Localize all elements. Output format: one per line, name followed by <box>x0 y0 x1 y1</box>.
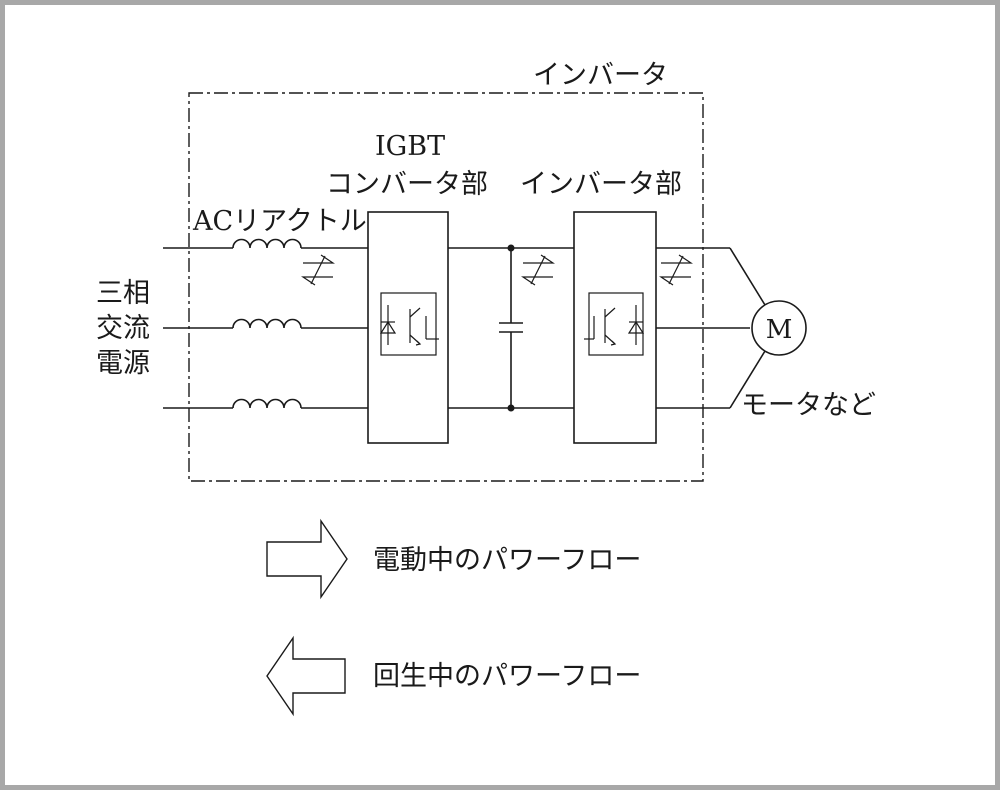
powering-legend-label: 電動中のパワーフロー <box>373 545 641 576</box>
converter-igbt-symbol <box>379 292 439 356</box>
source-label-line1: 三相 <box>96 278 150 309</box>
circuit-diagram: インバータ IGBT コンバータ部 インバータ部 ACリアクトル 三相 交流 電… <box>96 60 876 717</box>
flow-arrows-dc-bus <box>521 254 555 286</box>
flow-arrows-reactor <box>301 254 335 286</box>
regen-arrow-icon <box>266 635 346 717</box>
source-label-line2: 交流 <box>96 313 150 344</box>
reactor-coil-middle <box>232 318 302 329</box>
reactor-label: ACリアクトル <box>192 206 367 237</box>
flow-arrows-output <box>659 254 693 286</box>
motor-circle <box>751 300 807 356</box>
source-label-line3: 電源 <box>96 348 150 379</box>
motor-symbol: M <box>766 315 793 345</box>
inverter-igbt-symbol <box>584 292 645 356</box>
reactor-coil-top <box>232 238 302 249</box>
dc-bus <box>448 244 574 412</box>
input-lines <box>163 247 368 409</box>
regen-legend-label: 回生中のパワーフロー <box>373 661 641 692</box>
reactor-coil-bottom <box>232 398 302 409</box>
converter-label-line1: IGBT <box>375 131 445 162</box>
output-lines <box>656 247 766 409</box>
inverter-section-label: インバータ部 <box>520 169 682 200</box>
inverter-block <box>573 211 657 444</box>
motor-label: モータなど <box>741 390 876 421</box>
dc-capacitor <box>499 322 523 333</box>
inverter-enclosure-label: インバータ <box>533 60 668 91</box>
legend: 電動中のパワーフロー 回生中のパワーフロー <box>266 518 641 717</box>
inverter-enclosure <box>188 92 704 482</box>
converter-label-line2: コンバータ部 <box>326 169 488 200</box>
powering-arrow-icon <box>266 518 348 600</box>
